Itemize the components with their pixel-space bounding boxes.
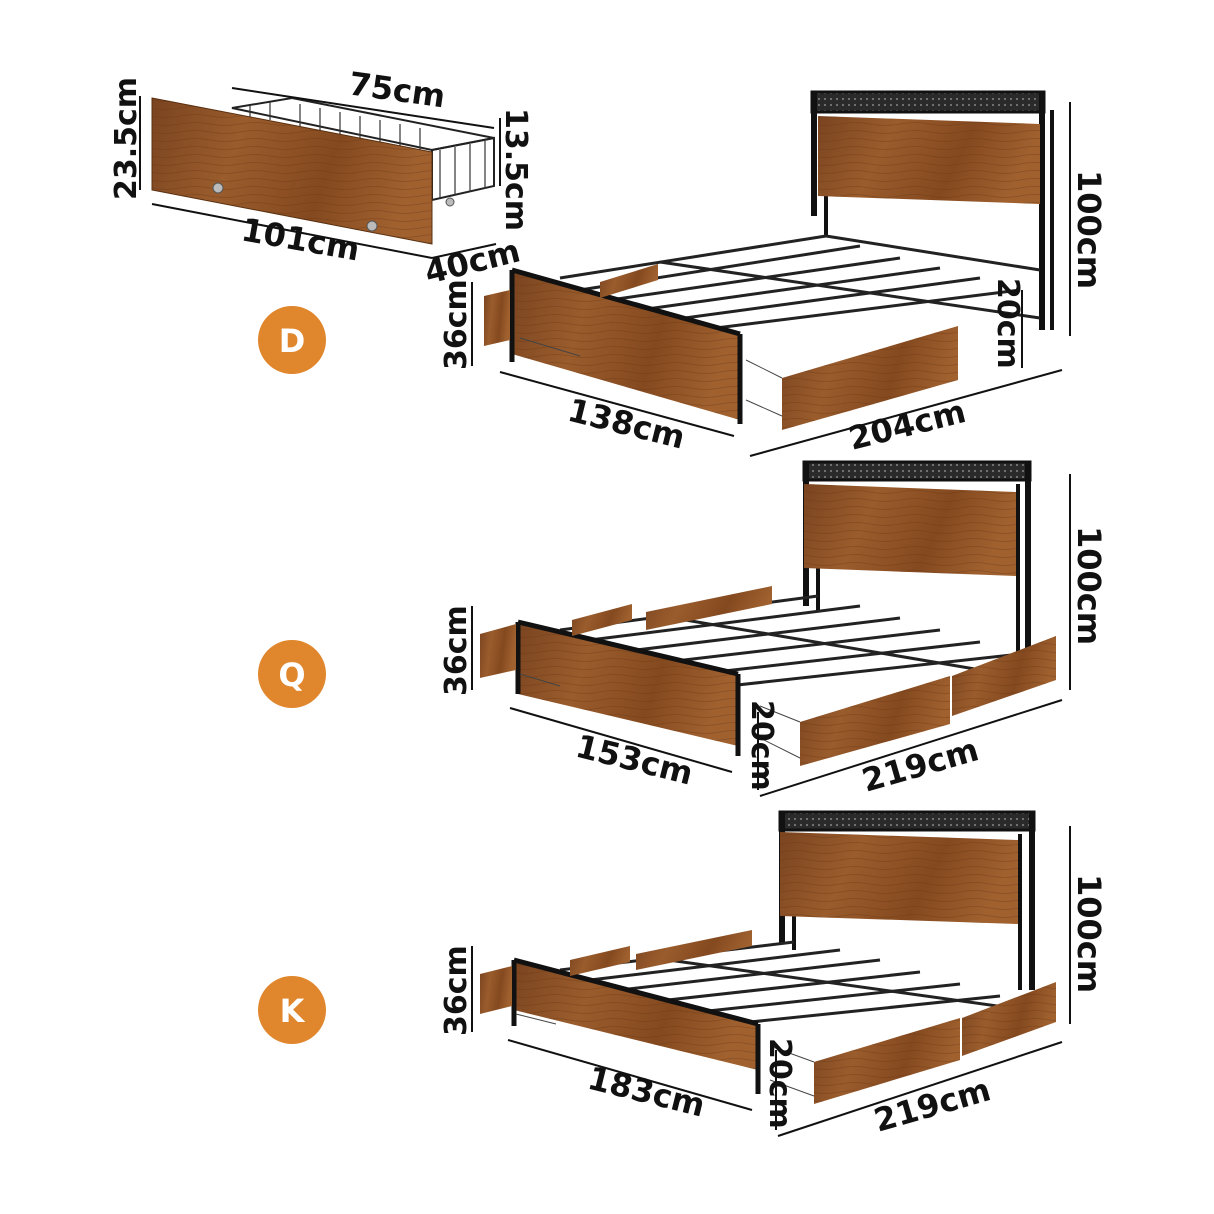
full-clearance-label: 20cm [990, 278, 1025, 369]
king-side-height-label: 36cm [439, 945, 474, 1036]
king-size-badge [258, 976, 326, 1044]
bed-king-illustration: 100cm 20cm 36cm 183cm 219cm K [258, 810, 1108, 1140]
king-width-label: 183cm [584, 1059, 709, 1125]
drawer-illustration: 75cm 23.5cm 13.5cm 101cm 40cm [109, 64, 533, 291]
full-size-badge-label: D [279, 322, 306, 360]
full-side-height-label: 36cm [439, 279, 474, 370]
king-height-label: 100cm [1070, 874, 1108, 993]
king-size-badge-label: K [280, 992, 306, 1030]
full-size-badge [258, 306, 326, 374]
full-width-label: 138cm [564, 391, 689, 457]
queen-size-badge-label: Q [278, 656, 305, 694]
queen-width-label: 153cm [572, 727, 697, 793]
queen-height-label: 100cm [1070, 526, 1108, 645]
queen-size-badge [258, 640, 326, 708]
drawer-basket-height-label: 13.5cm [498, 108, 533, 231]
bed-full-illustration: 100cm 20cm 36cm 138cm 204cm D [258, 90, 1108, 458]
king-clearance-label: 20cm [762, 1038, 797, 1129]
queen-clearance-label: 20cm [744, 700, 779, 791]
drawer-front-height-label: 23.5cm [109, 77, 144, 200]
queen-side-height-label: 36cm [439, 605, 474, 696]
full-height-label: 100cm [1070, 170, 1108, 289]
bed-queen-illustration: 100cm 20cm 36cm 153cm 219cm Q [258, 460, 1108, 800]
